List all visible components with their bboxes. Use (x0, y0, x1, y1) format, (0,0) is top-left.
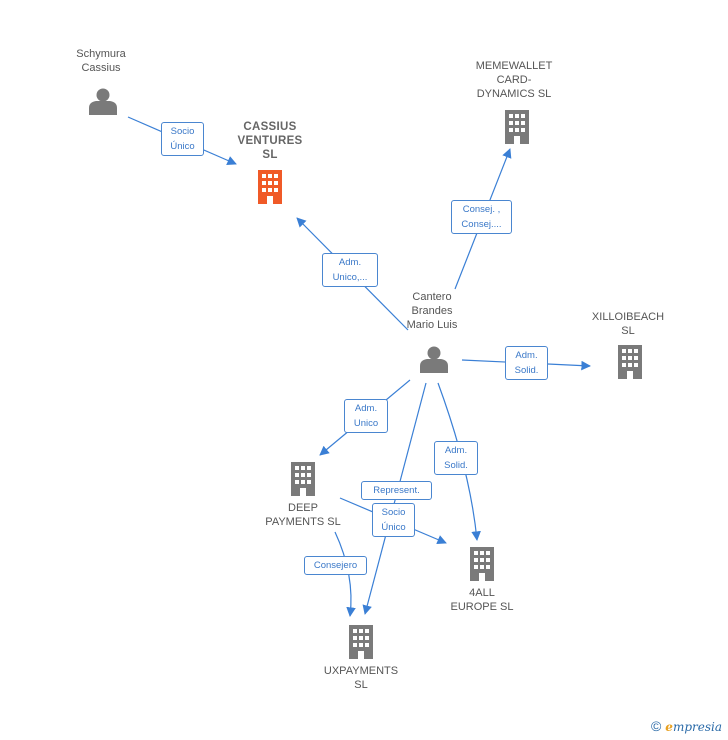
edge-label-adm-solid-xilloi[interactable]: Adm. Solid. (505, 346, 548, 380)
edge-line-represent (362, 382, 427, 615)
person-icon[interactable] (420, 346, 448, 374)
building-icon[interactable] (291, 462, 315, 496)
edge-label-adm-unico-deep[interactable]: Adm. Unico (344, 399, 388, 433)
edge-label-adm-unico[interactable]: Adm. Unico,... (322, 253, 378, 287)
brand-footer: ©empresia (651, 718, 722, 734)
building-icon[interactable] (505, 110, 529, 144)
brand-logo-e: e (665, 720, 673, 734)
person-icon[interactable] (89, 88, 117, 116)
building-icon[interactable] (618, 345, 642, 379)
node-label-4all-europe[interactable]: 4ALL EUROPE SL (450, 587, 514, 613)
edge-label-consej[interactable]: Consej. , Consej.... (451, 200, 512, 234)
node-label-memewallet[interactable]: MEMEWALLET CARD- DYNAMICS SL (475, 60, 553, 100)
node-label-xilloibeach[interactable]: XILLOIBEACH SL (591, 311, 665, 337)
edge-label-socio-unico-2[interactable]: Socio Único (372, 503, 415, 537)
node-label-schymura[interactable]: Schymura Cassius (76, 48, 126, 74)
edge-label-consejero[interactable]: Consejero (304, 556, 367, 575)
edge-label-adm-solid-4all[interactable]: Adm. Solid. (434, 441, 478, 475)
copyright-icon: © (650, 718, 662, 734)
node-label-deep-payments[interactable]: DEEP PAYMENTS SL (265, 502, 341, 528)
node-label-uxpayments[interactable]: UXPAYMENTS SL (323, 665, 399, 691)
building-icon[interactable] (349, 625, 373, 659)
building-icon[interactable] (470, 547, 494, 581)
node-label-cassius-ventures[interactable]: CASSIUS VENTURES SL (237, 121, 303, 161)
node-label-cantero[interactable]: Cantero Brandes Mario Luis (406, 291, 458, 331)
edge-label-socio-unico[interactable]: Socio Único (161, 122, 204, 156)
building-icon[interactable] (258, 170, 282, 204)
edge-label-represent[interactable]: Represent. (361, 481, 432, 500)
brand-logo-text: mpresia (672, 720, 722, 734)
